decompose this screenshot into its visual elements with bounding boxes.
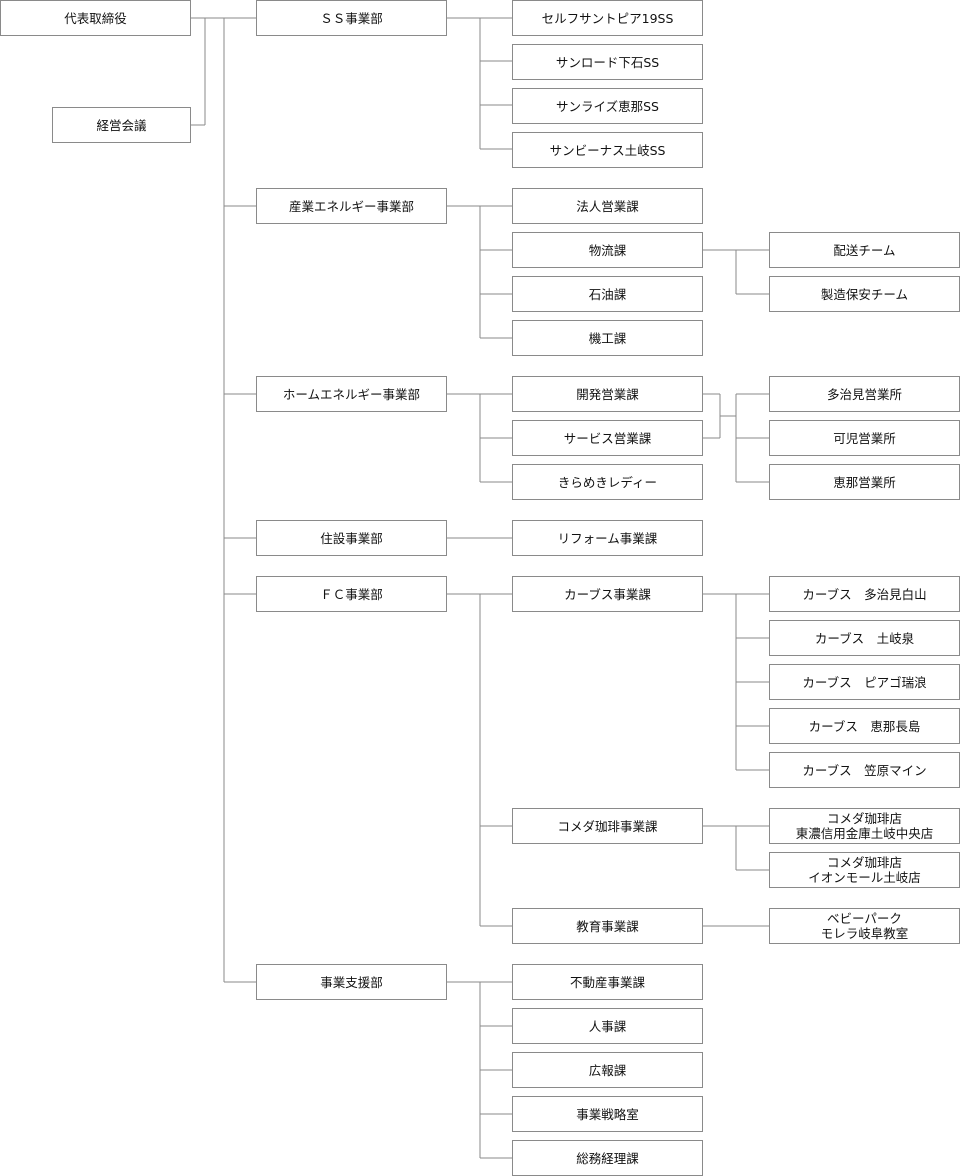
node-section-reform: リフォーム事業課 [512,520,703,556]
node-section-machinery: 機工課 [512,320,703,356]
node-support-section: 広報課 [512,1052,703,1088]
node-store-curves: カーブス 恵那長島 [769,708,960,744]
node-support-section: 事業戦略室 [512,1096,703,1132]
node-section-dev-sales: 開発営業課 [512,376,703,412]
node-team-delivery: 配送チーム [769,232,960,268]
node-office: 可児営業所 [769,420,960,456]
node-office: 恵那営業所 [769,464,960,500]
node-education-unit: ベビーパーク モレラ岐阜教室 [769,908,960,944]
node-store-curves: カーブス ピアゴ瑞浪 [769,664,960,700]
node-store-curves: カーブス 土岐泉 [769,620,960,656]
node-support-section: 人事課 [512,1008,703,1044]
node-ss-station: サンライズ恵那SS [512,88,703,124]
node-section-oil: 石油課 [512,276,703,312]
node-store-komeda: コメダ珈琲店 東濃信用金庫土岐中央店 [769,808,960,844]
node-dept-industrial-energy: 産業エネルギー事業部 [256,188,447,224]
node-ss-station: サンロード下石SS [512,44,703,80]
node-store-curves: カーブス 笠原マイン [769,752,960,788]
node-section-corporate-sales: 法人営業課 [512,188,703,224]
node-store-komeda: コメダ珈琲店 イオンモール土岐店 [769,852,960,888]
node-section-logistics: 物流課 [512,232,703,268]
node-ss-station: サンビーナス土岐SS [512,132,703,168]
node-team-manufacturing-safety: 製造保安チーム [769,276,960,312]
node-support-section: 不動産事業課 [512,964,703,1000]
node-ceo: 代表取締役 [0,0,191,36]
node-office: 多治見営業所 [769,376,960,412]
node-board: 経営会議 [52,107,191,143]
node-support-section: 総務経理課 [512,1140,703,1176]
node-section-kirameki: きらめきレディー [512,464,703,500]
node-dept-housing: 住設事業部 [256,520,447,556]
node-dept-support: 事業支援部 [256,964,447,1000]
node-dept-fc: ＦＣ事業部 [256,576,447,612]
node-dept-home-energy: ホームエネルギー事業部 [256,376,447,412]
node-section-service-sales: サービス営業課 [512,420,703,456]
node-section-komeda: コメダ珈琲事業課 [512,808,703,844]
node-dept-ss: ＳＳ事業部 [256,0,447,36]
node-store-curves: カーブス 多治見白山 [769,576,960,612]
node-ss-station: セルフサントピア19SS [512,0,703,36]
node-section-education: 教育事業課 [512,908,703,944]
node-section-curves: カーブス事業課 [512,576,703,612]
